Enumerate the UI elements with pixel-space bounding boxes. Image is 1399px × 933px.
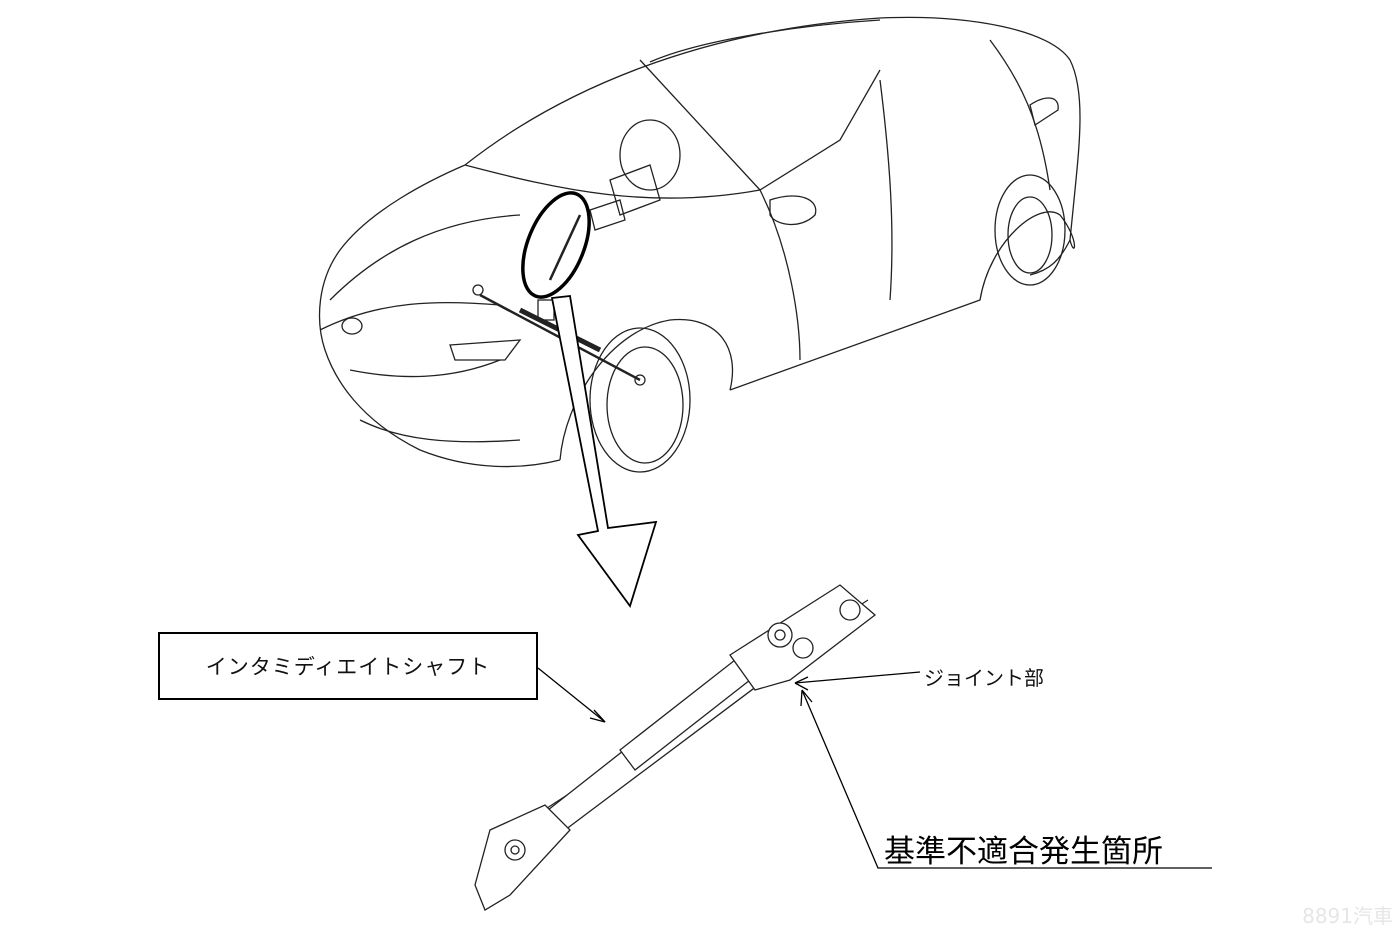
- intermediate-shaft-illustration: [474, 584, 877, 911]
- car-illustration: [318, 16, 1081, 473]
- defect-location-label: 基準不適合発生箇所: [884, 834, 1163, 870]
- joint-label: ジョイント部: [924, 666, 1044, 690]
- down-arrow: [550, 295, 658, 608]
- watermark: 8891汽車: [1302, 904, 1393, 928]
- part-name-label: インタミディエイトシャフト: [158, 632, 538, 700]
- highlight-circle: [521, 191, 591, 299]
- leader-lines: [537, 667, 1212, 869]
